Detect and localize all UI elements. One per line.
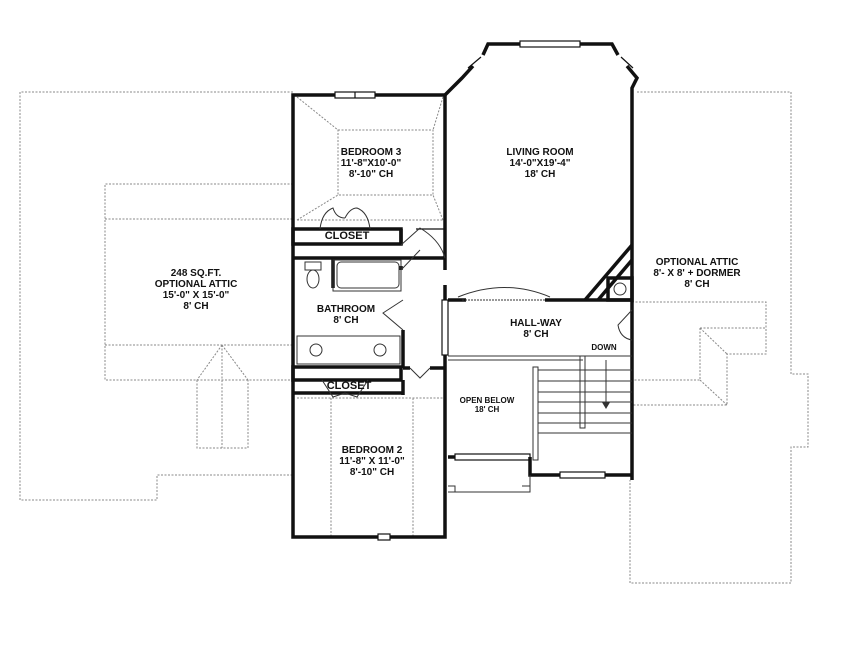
closet-top-label: CLOSET [325, 231, 370, 242]
room-ceiling: 18' CH [474, 405, 500, 414]
room-name: CLOSET [324, 230, 370, 242]
room-name: BEDROOM 2 [341, 445, 403, 456]
room-name: OPTIONAL ATTIC [154, 279, 238, 290]
room-ceiling: 8' CH [183, 301, 209, 312]
bedroom2-label: BEDROOM 2 11'-8" X 11'-0" 8'-10" CH [339, 445, 404, 478]
room-ceiling: 8' CH [333, 315, 359, 326]
bedroom3-label: BEDROOM 3 11'-8"X10'-0" 8'-10" CH [341, 147, 402, 180]
fixtures [296, 207, 633, 493]
room-ceiling: 18' CH [524, 169, 556, 180]
roof-outline-left [19, 91, 293, 501]
stair-direction: DOWN [591, 343, 617, 352]
room-dims: 15'-0" X 15'-0" [162, 290, 230, 301]
room-ceiling: 8'-10" CH [349, 467, 395, 478]
room-dims: 11'-8" X 11'-0" [339, 456, 405, 467]
room-name: HALL-WAY [510, 318, 562, 329]
closet-bottom-label: CLOSET [327, 381, 372, 392]
room-dims: 8'- X 8' + DORMER [653, 268, 741, 279]
tray-ceiling [296, 96, 445, 537]
room-name: CLOSET [326, 380, 372, 392]
room-name: OPEN BELOW [459, 396, 515, 405]
living-room-label: LIVING ROOM 14'-0"X19'-4" 18' CH [506, 147, 573, 180]
room-ceiling: 8'-10" CH [348, 169, 394, 180]
hallway-label: HALL-WAY 8' CH [510, 318, 562, 340]
room-name: BATHROOM [316, 304, 376, 315]
walls [291, 42, 640, 539]
room-name: BEDROOM 3 [340, 147, 402, 158]
room-ceiling: 8' CH [523, 329, 549, 340]
room-dims: 14'-0"X19'-4" [509, 158, 571, 169]
roof-outline-right [629, 91, 809, 584]
room-dims: 11'-8"X10'-0" [340, 158, 402, 169]
room-area: 248 SQ.FT. [170, 268, 222, 279]
windows [334, 40, 634, 541]
attic-left-label: 248 SQ.FT. OPTIONAL ATTIC 15'-0" X 15'-0… [155, 268, 238, 312]
stair-down-label: DOWN [591, 343, 616, 352]
open-below-label: OPEN BELOW 18' CH [460, 396, 515, 414]
room-ceiling: 8' CH [684, 279, 710, 290]
room-name: OPTIONAL ATTIC [655, 257, 739, 268]
attic-right-label: OPTIONAL ATTIC 8'- X 8' + DORMER 8' CH [653, 257, 740, 290]
bathroom-label: BATHROOM 8' CH [317, 304, 375, 326]
room-name: LIVING ROOM [506, 147, 574, 158]
